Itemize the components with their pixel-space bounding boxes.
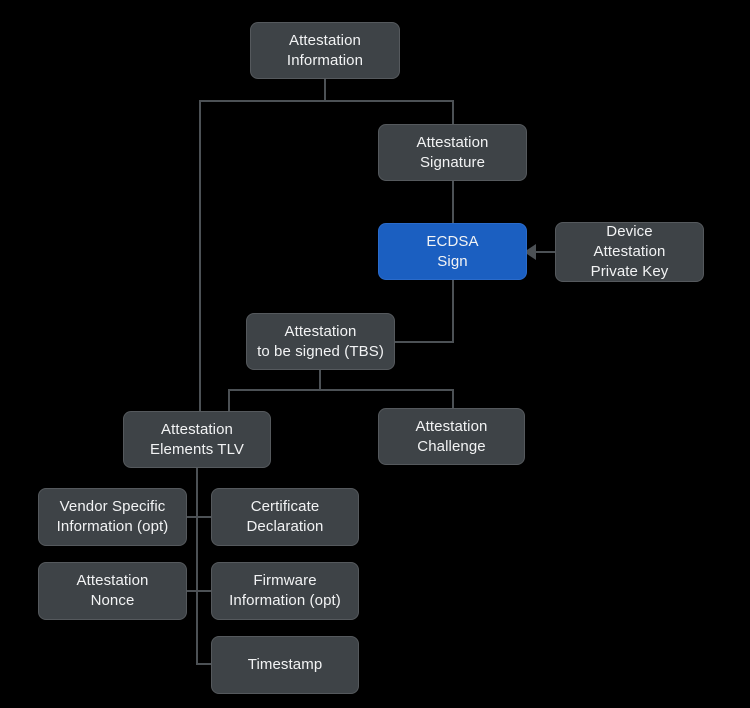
edge-root-to-attestation-elements-tlv xyxy=(199,100,201,412)
edge-tlv-to-certificate-declaration xyxy=(196,516,213,518)
node-firmware-information[interactable]: Firmware Information (opt) xyxy=(211,562,359,620)
node-label: Vendor Specific Information (opt) xyxy=(56,498,169,535)
edge-root-stem xyxy=(324,79,326,102)
edge-ecdsa-sign-down xyxy=(452,280,454,343)
edge-tlv-to-firmware-information xyxy=(196,590,213,592)
node-label: Attestation to be signed (TBS) xyxy=(257,322,384,360)
edge-attestation-signature-to-ecdsa-sign xyxy=(452,181,454,224)
node-label: Attestation Challenge xyxy=(415,417,488,455)
node-label: ECDSA Sign xyxy=(426,232,479,270)
node-attestation-signature[interactable]: Attestation Signature xyxy=(378,124,527,181)
node-attestation-to-be-signed[interactable]: Attestation to be signed (TBS) xyxy=(246,313,395,370)
node-attestation-elements-tlv[interactable]: Attestation Elements TLV xyxy=(123,411,271,468)
node-label: Attestation Elements TLV xyxy=(149,420,245,458)
node-device-attestation-private-key[interactable]: Device Attestation Private Key xyxy=(555,222,704,282)
edge-tbs-stem xyxy=(319,370,321,391)
node-label: Attestation Nonce xyxy=(76,572,149,609)
node-label: Timestamp xyxy=(247,656,323,674)
node-vendor-specific-information[interactable]: Vendor Specific Information (opt) xyxy=(38,488,187,546)
node-label: Attestation Signature xyxy=(416,133,489,171)
node-label: Device Attestation Private Key xyxy=(590,223,669,280)
node-label: Attestation Information xyxy=(286,31,364,69)
edge-tbs-to-attestation-elements-tlv xyxy=(228,389,230,412)
edge-root-bus xyxy=(199,100,454,102)
edge-ecdsa-to-tbs-elbow xyxy=(394,341,454,343)
edge-tlv-to-vendor-specific-information xyxy=(185,516,198,518)
edge-root-to-attestation-signature xyxy=(452,100,454,125)
edge-tlv-to-attestation-nonce xyxy=(185,590,198,592)
node-timestamp[interactable]: Timestamp xyxy=(211,636,359,694)
edge-tbs-bus xyxy=(228,389,453,391)
ecdsa-input-arrowhead xyxy=(524,244,536,260)
node-ecdsa-sign[interactable]: ECDSA Sign xyxy=(378,223,527,280)
edge-private-key-to-ecdsa-sign xyxy=(528,251,556,253)
edge-tbs-to-attestation-challenge xyxy=(452,389,454,409)
node-attestation-nonce[interactable]: Attestation Nonce xyxy=(38,562,187,620)
edge-tlv-to-timestamp xyxy=(196,663,213,665)
node-attestation-information[interactable]: Attestation Information xyxy=(250,22,400,79)
edge-tlv-spine xyxy=(196,467,198,665)
node-label: Certificate Declaration xyxy=(246,498,324,535)
node-label: Firmware Information (opt) xyxy=(229,572,341,609)
node-certificate-declaration[interactable]: Certificate Declaration xyxy=(211,488,359,546)
node-attestation-challenge[interactable]: Attestation Challenge xyxy=(378,408,525,465)
